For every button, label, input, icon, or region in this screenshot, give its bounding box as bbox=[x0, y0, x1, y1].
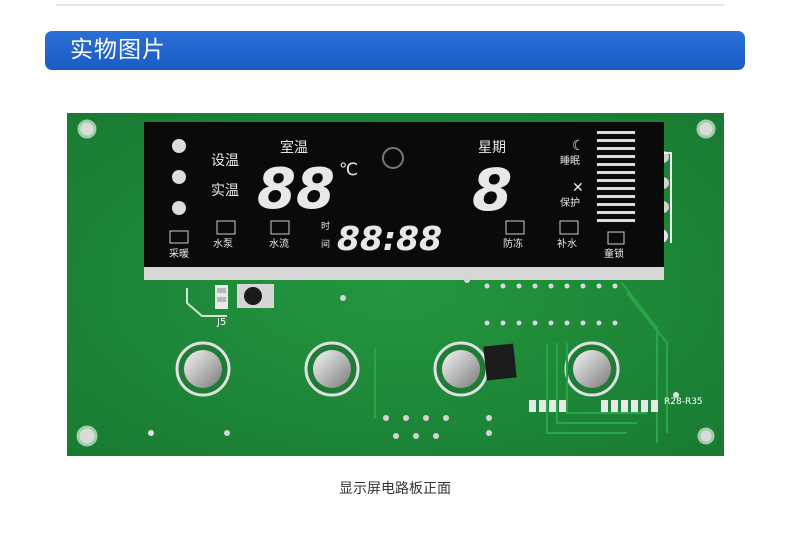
encoder-3 bbox=[433, 341, 489, 397]
fan-icon bbox=[172, 139, 186, 215]
flow-label: 水流 bbox=[269, 237, 289, 250]
j5-header: J5 bbox=[186, 285, 228, 328]
lock-icon bbox=[607, 231, 625, 245]
refill-icon bbox=[559, 220, 579, 235]
resistor-array-left bbox=[529, 400, 566, 412]
week-label: 星期 bbox=[478, 140, 506, 156]
sleep-label: 睡眠 bbox=[560, 154, 580, 167]
time-label: 时 bbox=[321, 220, 330, 232]
section-header: 实物图片 bbox=[45, 31, 745, 70]
clock-digits: 88:88 bbox=[337, 219, 442, 258]
logo-icon bbox=[382, 147, 404, 169]
pcb-photo: 设温 实温 室温 88 ℃ 星期 8 ☾ 睡眠 ✕ 保护 采暖 水泵 水流 时 … bbox=[67, 113, 724, 456]
pad-row-top bbox=[484, 283, 618, 326]
level-bars bbox=[597, 131, 635, 222]
top-divider bbox=[56, 4, 724, 6]
room-temp-label: 室温 bbox=[280, 139, 308, 156]
section-title: 实物图片 bbox=[70, 37, 166, 63]
mounting-holes bbox=[76, 119, 716, 447]
child-lock-label: 童锁 bbox=[604, 247, 624, 260]
moon-icon: ☾ bbox=[572, 138, 585, 154]
encoder-2 bbox=[304, 341, 360, 397]
j5-label: J5 bbox=[216, 317, 226, 328]
interval-label: 间 bbox=[321, 238, 330, 250]
snowflake-icon bbox=[505, 220, 525, 235]
heating-label: 采暖 bbox=[169, 247, 189, 260]
antifreeze-label: 防冻 bbox=[503, 237, 523, 250]
resistor-array-right bbox=[601, 400, 658, 412]
pump-label: 水泵 bbox=[213, 238, 233, 250]
celsius-symbol: ℃ bbox=[339, 160, 358, 180]
heating-icon bbox=[169, 230, 189, 244]
week-digit: 8 bbox=[472, 156, 512, 224]
encoder-4 bbox=[564, 341, 620, 397]
set-temp-label: 设温 bbox=[211, 153, 239, 169]
buzzer-chip bbox=[483, 343, 517, 381]
encoder-1 bbox=[175, 341, 231, 397]
flow-icon bbox=[270, 220, 290, 235]
protect-label: 保护 bbox=[560, 196, 580, 209]
pump-icon bbox=[216, 220, 236, 235]
vias bbox=[224, 277, 492, 439]
photo-caption: 显示屏电路板正面 bbox=[339, 481, 451, 497]
refill-label: 补水 bbox=[557, 237, 577, 250]
temp-digits: 88 bbox=[257, 157, 335, 222]
resistor-label: R28-R35 bbox=[664, 397, 703, 407]
tools-icon: ✕ bbox=[572, 180, 584, 196]
lcd-screen bbox=[144, 122, 664, 267]
actual-temp-label: 实温 bbox=[211, 183, 239, 199]
